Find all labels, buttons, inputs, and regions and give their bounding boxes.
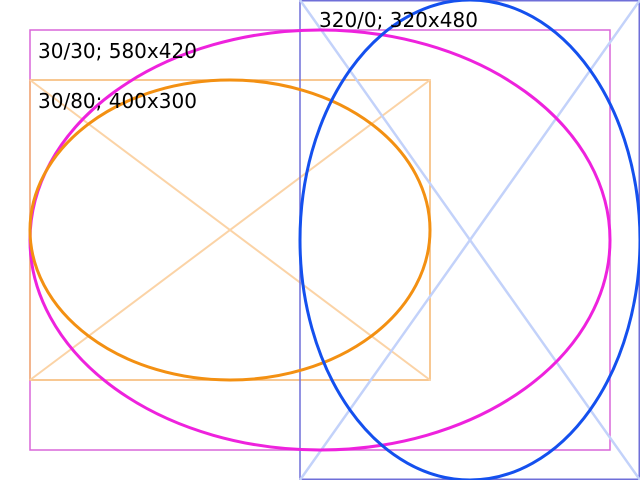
diagonal-line-blue-2 (298, 0, 640, 480)
diagonal-line-orange-2 (29, 79, 431, 381)
shape-group-blue (298, 0, 640, 480)
ellipse-blue (298, 0, 640, 480)
label-blue: 320/0; 320x480 (319, 8, 478, 32)
label-magenta: 30/30; 580x420 (38, 39, 197, 63)
shape-group-orange (29, 79, 431, 381)
label-orange: 30/80; 400x300 (38, 89, 197, 113)
ellipse-orange (28, 78, 432, 382)
